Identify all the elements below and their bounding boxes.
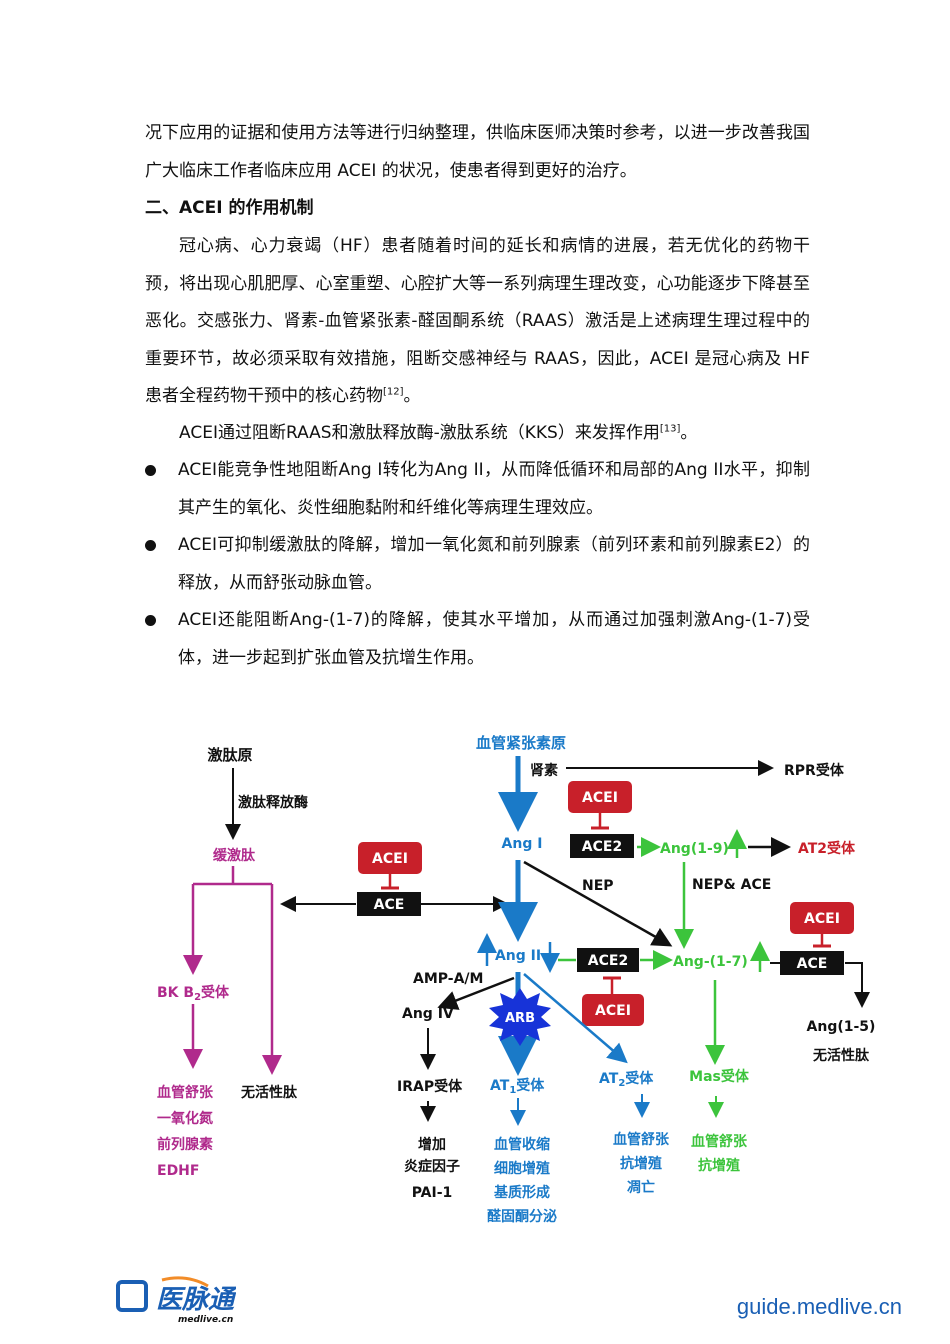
kininogen-label: 激肽原 <box>207 746 252 764</box>
bullet-item-2: ACEI可抑制缓激肽的降解，增加一氧化氮和前列腺素（前列环素和前列腺素E2）的释… <box>145 527 810 602</box>
bk-effect-2: 一氧化氮 <box>157 1110 213 1127</box>
acei-action-text: ACEI通过阻断RAAS和激肽释放酶-激肽系统（KKS）来发挥作用 <box>179 423 660 443</box>
medlive-logo: 医脉通 medlive.cn <box>116 1276 236 1325</box>
irap-effect-1: 增加 <box>418 1136 446 1153</box>
acei-label-left: ACEI <box>372 851 408 867</box>
nep-arrow <box>523 860 673 947</box>
logo-frame-icon <box>116 1280 148 1312</box>
bk-effect-4: EDHF <box>157 1163 199 1179</box>
mechanism-paragraph: 冠心病、心力衰竭（HF）患者随着时间的延长和病情的进展，若无优化的药物干预，将出… <box>145 228 810 416</box>
mechanism-end: 。 <box>403 386 421 406</box>
ang15-label: Ang(1-5) <box>807 1019 876 1035</box>
bullet-dot-icon <box>145 540 156 551</box>
logo-text: 医脉通 <box>156 1285 236 1315</box>
at1-effect-1: 血管收缩 <box>494 1136 550 1153</box>
citation-13: [13] <box>659 423 681 435</box>
nep-label: NEP <box>582 878 614 894</box>
at1-effect-3: 基质形成 <box>494 1184 550 1201</box>
logo-swoosh-icon <box>161 1276 209 1288</box>
at2-receptor-label: AT2受体 <box>599 1070 654 1089</box>
raas-kks-diagram: 激肽原 激肽释放酶 缓激肽 BK B2受体 血管舒张 一氧化氮 前列腺素 EDH… <box>157 734 876 1225</box>
acei-action-end: 。 <box>680 423 698 443</box>
bk-effect-1: 血管舒张 <box>157 1084 214 1101</box>
irap-effect-2: 炎症因子 <box>404 1158 460 1175</box>
citation-12: [12] <box>383 386 404 398</box>
ang1-label: Ang I <box>502 836 543 852</box>
acei-action-paragraph: ACEI通过阻断RAAS和激肽释放酶-激肽系统（KKS）来发挥作用[13]。 <box>145 415 810 453</box>
bk-effect-3: 前列腺素 <box>157 1136 213 1153</box>
logo-subtext: medlive.cn <box>178 1315 233 1325</box>
at2-receptor-red-label: AT2受体 <box>798 840 856 857</box>
bullet-dot-icon <box>145 465 156 476</box>
at2-effect-3: 凋亡 <box>627 1179 655 1196</box>
acei-label-top: ACEI <box>582 790 618 806</box>
mas-effect-2: 抗增殖 <box>698 1157 740 1174</box>
ang2-to-at2-arrow <box>523 973 628 1064</box>
at1-effect-4: 醛固酮分泌 <box>487 1208 557 1225</box>
ace-label-right: ACE <box>797 956 828 972</box>
angiotensinogen-label: 血管紧张素原 <box>476 734 566 752</box>
arb-label: ARB <box>505 1011 535 1026</box>
mas-effect-1: 血管舒张 <box>691 1133 748 1150</box>
rpr-receptor-label: RPR受体 <box>784 762 845 779</box>
at1-effect-2: 细胞增殖 <box>494 1160 550 1177</box>
ang2-to-ang4-arrow <box>437 976 515 1010</box>
ang19-label: Ang(1-9) <box>660 841 729 857</box>
arb-starburst-icon <box>489 988 551 1046</box>
nep-ace-label: NEP& ACE <box>692 877 771 893</box>
irap-effect-3: PAI-1 <box>412 1185 453 1201</box>
bullet-text: ACEI可抑制缓激肽的降解，增加一氧化氮和前列腺素（前列环素和前列腺素E2）的释… <box>178 535 810 593</box>
amp-label: AMP-A/M <box>413 971 483 987</box>
acei-box-right <box>790 902 854 934</box>
inactive-peptide-left: 无活性肽 <box>240 1084 298 1101</box>
ace-box-left <box>357 892 421 916</box>
bullet-text: ACEI能竞争性地阻断Ang I转化为Ang II，从而降低循环和局部的Ang … <box>178 460 810 518</box>
acei-label-mid: ACEI <box>595 1003 631 1019</box>
ace-label-left: ACE <box>374 897 405 913</box>
bullet-item-3: ACEI还能阻断Ang-(1-7)的降解，使其水平增加，从而通过加强刺激Ang-… <box>145 602 810 677</box>
ang4-label: Ang IV <box>402 1006 454 1022</box>
ace-to-ang15-arrow <box>845 962 870 1008</box>
acei-box-left <box>358 842 422 874</box>
ace2-box-top <box>570 834 634 858</box>
bk-receptor-label: BK B2受体 <box>157 984 230 1003</box>
ace2-label-mid: ACE2 <box>588 953 628 969</box>
mas-receptor-label: Mas受体 <box>689 1068 750 1085</box>
ace2-box-mid <box>577 948 639 972</box>
at1-receptor-label: AT1受体 <box>490 1077 545 1096</box>
bullet-dot-icon <box>145 615 156 626</box>
irap-receptor-label: IRAP受体 <box>397 1078 463 1095</box>
acei-label-right: ACEI <box>804 911 840 927</box>
renin-label: 肾素 <box>530 762 558 779</box>
ace-box-right <box>780 951 844 975</box>
bradykinin-label: 缓激肽 <box>213 847 256 864</box>
intro-paragraph: 况下应用的证据和使用方法等进行归纳整理，供临床医师决策时参考，以进一步改善我国广… <box>145 123 810 181</box>
ang17-label: Ang-(1-7) <box>673 954 748 970</box>
footer-url-link[interactable]: guide.medlive.cn <box>736 1294 902 1319</box>
acei-box-top <box>568 781 632 813</box>
section-heading: 二、ACEI 的作用机制 <box>145 198 314 218</box>
inactive-peptide-right: 无活性肽 <box>812 1047 870 1064</box>
bullet-item-1: ACEI能竞争性地阻断Ang I转化为Ang II，从而降低循环和局部的Ang … <box>145 452 810 527</box>
acei-box-mid <box>582 994 644 1026</box>
ace2-label-top: ACE2 <box>582 839 622 855</box>
at2-effect-2: 抗增殖 <box>620 1155 662 1172</box>
bullet-text: ACEI还能阻断Ang-(1-7)的降解，使其水平增加，从而通过加强刺激Ang-… <box>178 610 810 668</box>
mechanism-text: 冠心病、心力衰竭（HF）患者随着时间的延长和病情的进展，若无优化的药物干预，将出… <box>145 236 810 406</box>
kallikrein-label: 激肽释放酶 <box>238 794 308 811</box>
ang2-label: Ang II <box>495 948 541 964</box>
at2-effect-1: 血管舒张 <box>613 1131 670 1148</box>
